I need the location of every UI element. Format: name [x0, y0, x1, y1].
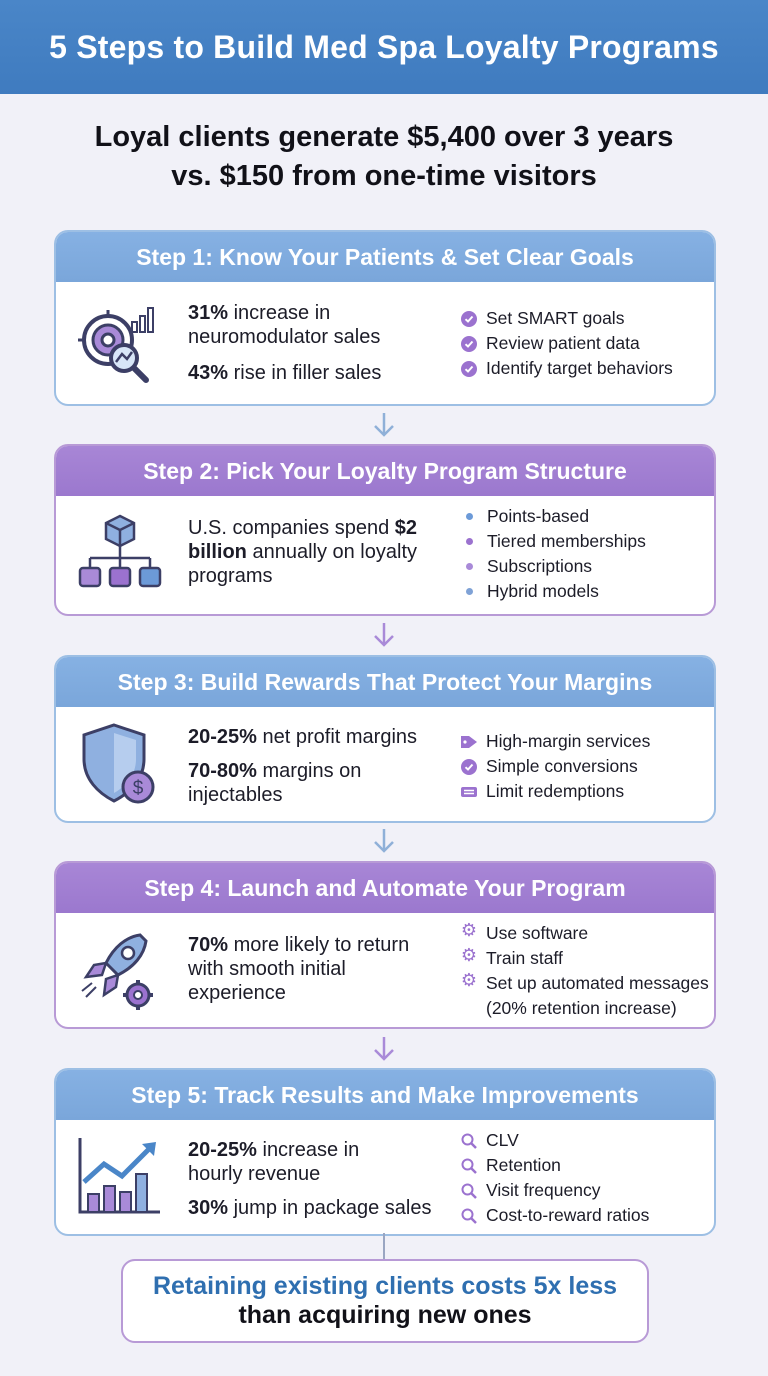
- list-item: ⚙Train staff: [460, 944, 563, 969]
- list-item: Subscriptions: [460, 554, 646, 579]
- target-magnifier-icon: [78, 307, 154, 383]
- step-1-stats: 31% increase in neuromodulator sales 43%…: [188, 301, 438, 385]
- step-1-stat-1: 31% increase in neuromodulator sales: [188, 302, 381, 348]
- list-item: Review patient data: [460, 331, 673, 356]
- hierarchy-cubes-icon: [78, 514, 162, 588]
- down-arrow-icon: [374, 623, 394, 647]
- step-3-stat-2: 70-80% margins on injectables: [188, 760, 362, 806]
- magnifier-icon: [460, 1182, 478, 1200]
- step-2-stat: U.S. companies spend $2 billion annually…: [188, 517, 418, 587]
- step-5-stat-1: 20-25% increase in hourly revenue: [188, 1139, 360, 1185]
- down-arrow-icon: [374, 413, 394, 437]
- step-4-stats: 70% more likely to return with smooth in…: [188, 933, 438, 1005]
- step-3-stat-1: 20-25% net profit margins: [188, 726, 418, 748]
- list-item: (20% retention increase): [486, 998, 677, 1018]
- list-item: Hybrid models: [460, 579, 646, 604]
- list-item: Set SMART goals: [460, 306, 673, 331]
- subtitle-line-2: vs. $150 from one-time visitors: [171, 160, 597, 192]
- step-1-list: Set SMART goals Review patient data Iden…: [460, 306, 673, 381]
- footer-line-2: than acquiring new ones: [238, 1301, 532, 1329]
- step-4-list: ⚙Use software ⚙Train staff ⚙Set up autom…: [460, 919, 709, 1021]
- list-item: CLV: [460, 1128, 649, 1153]
- connector-line: [383, 1233, 385, 1261]
- growth-chart-icon: [78, 1138, 160, 1214]
- step-5-title: Step 5: Track Results and Make Improveme…: [56, 1070, 714, 1120]
- list-item: Simple conversions: [460, 754, 650, 779]
- check-circle-icon: [460, 360, 478, 378]
- dot-icon: [466, 563, 473, 570]
- gear-icon: ⚙: [460, 969, 478, 990]
- list-item: Visit frequency: [460, 1178, 649, 1203]
- check-circle-icon: [460, 758, 478, 776]
- check-circle-icon: [460, 335, 478, 353]
- rocket-gear-icon: [81, 933, 153, 1010]
- list-item: Cost-to-reward ratios: [460, 1203, 649, 1228]
- step-5-stat-2: 30% jump in package sales: [188, 1197, 432, 1219]
- list-item: ⚙Set up automated messages: [460, 969, 709, 994]
- step-5-stats: 20-25% increase in hourly revenue 30% ju…: [188, 1138, 448, 1220]
- svg-text:$: $: [133, 778, 144, 799]
- down-arrow-icon: [374, 829, 394, 853]
- step-3-stats: 20-25% net profit margins 70-80% margins…: [188, 725, 448, 807]
- check-circle-icon: [460, 310, 478, 328]
- dot-icon: [466, 538, 473, 545]
- list-item: Identify target behaviors: [460, 356, 673, 381]
- step-2-list: Points-based Tiered memberships Subscrip…: [460, 504, 646, 604]
- gear-icon: ⚙: [460, 944, 478, 965]
- list-item: Retention: [460, 1153, 649, 1178]
- list-item: ⚙Use software: [460, 919, 589, 944]
- step-4-title: Step 4: Launch and Automate Your Program: [56, 863, 714, 913]
- dot-icon: [466, 588, 473, 595]
- step-4-stat: 70% more likely to return with smooth in…: [188, 934, 410, 1004]
- list-item: Tiered memberships: [460, 529, 646, 554]
- title-banner: 5 Steps to Build Med Spa Loyalty Program…: [0, 0, 768, 94]
- footer-line-1: Retaining existing clients costs 5x less: [152, 1272, 618, 1300]
- step-3-card: Step 3: Build Rewards That Protect Your …: [54, 655, 716, 823]
- magnifier-icon: [460, 1157, 478, 1175]
- step-4-card: Step 4: Launch and Automate Your Program…: [54, 861, 716, 1029]
- step-3-title: Step 3: Build Rewards That Protect Your …: [56, 657, 714, 707]
- list-item: High-margin services: [460, 729, 650, 754]
- footer-callout: Retaining existing clients costs 5x less…: [121, 1259, 649, 1343]
- gear-icon: ⚙: [460, 919, 478, 940]
- step-2-stats: U.S. companies spend $2 billion annually…: [188, 516, 448, 588]
- magnifier-icon: [460, 1132, 478, 1150]
- list-item: Points-based: [460, 504, 646, 529]
- step-3-list: High-margin services Simple conversions …: [460, 729, 650, 804]
- list-item: Limit redemptions: [460, 779, 650, 804]
- step-2-title: Step 2: Pick Your Loyalty Program Struct…: [56, 446, 714, 496]
- step-1-stat-2: 43% rise in filler sales: [188, 362, 382, 384]
- tag-icon: [460, 733, 478, 751]
- dot-icon: [466, 513, 473, 520]
- subtitle: Loyal clients generate $5,400 over 3 yea…: [0, 118, 768, 196]
- step-2-card: Step 2: Pick Your Loyalty Program Struct…: [54, 444, 716, 616]
- shield-dollar-icon: $: [82, 723, 155, 804]
- magnifier-icon: [460, 1207, 478, 1225]
- subtitle-line-1: Loyal clients generate $5,400 over 3 yea…: [94, 121, 674, 153]
- step-1-card: Step 1: Know Your Patients & Set Clear G…: [54, 230, 716, 406]
- step-5-list: CLV Retention Visit frequency Cost-to-re…: [460, 1128, 649, 1228]
- step-1-title: Step 1: Know Your Patients & Set Clear G…: [56, 232, 714, 282]
- page-title: 5 Steps to Build Med Spa Loyalty Program…: [49, 28, 719, 65]
- ticket-icon: [460, 783, 478, 801]
- down-arrow-icon: [374, 1037, 394, 1061]
- step-5-card: Step 5: Track Results and Make Improveme…: [54, 1068, 716, 1236]
